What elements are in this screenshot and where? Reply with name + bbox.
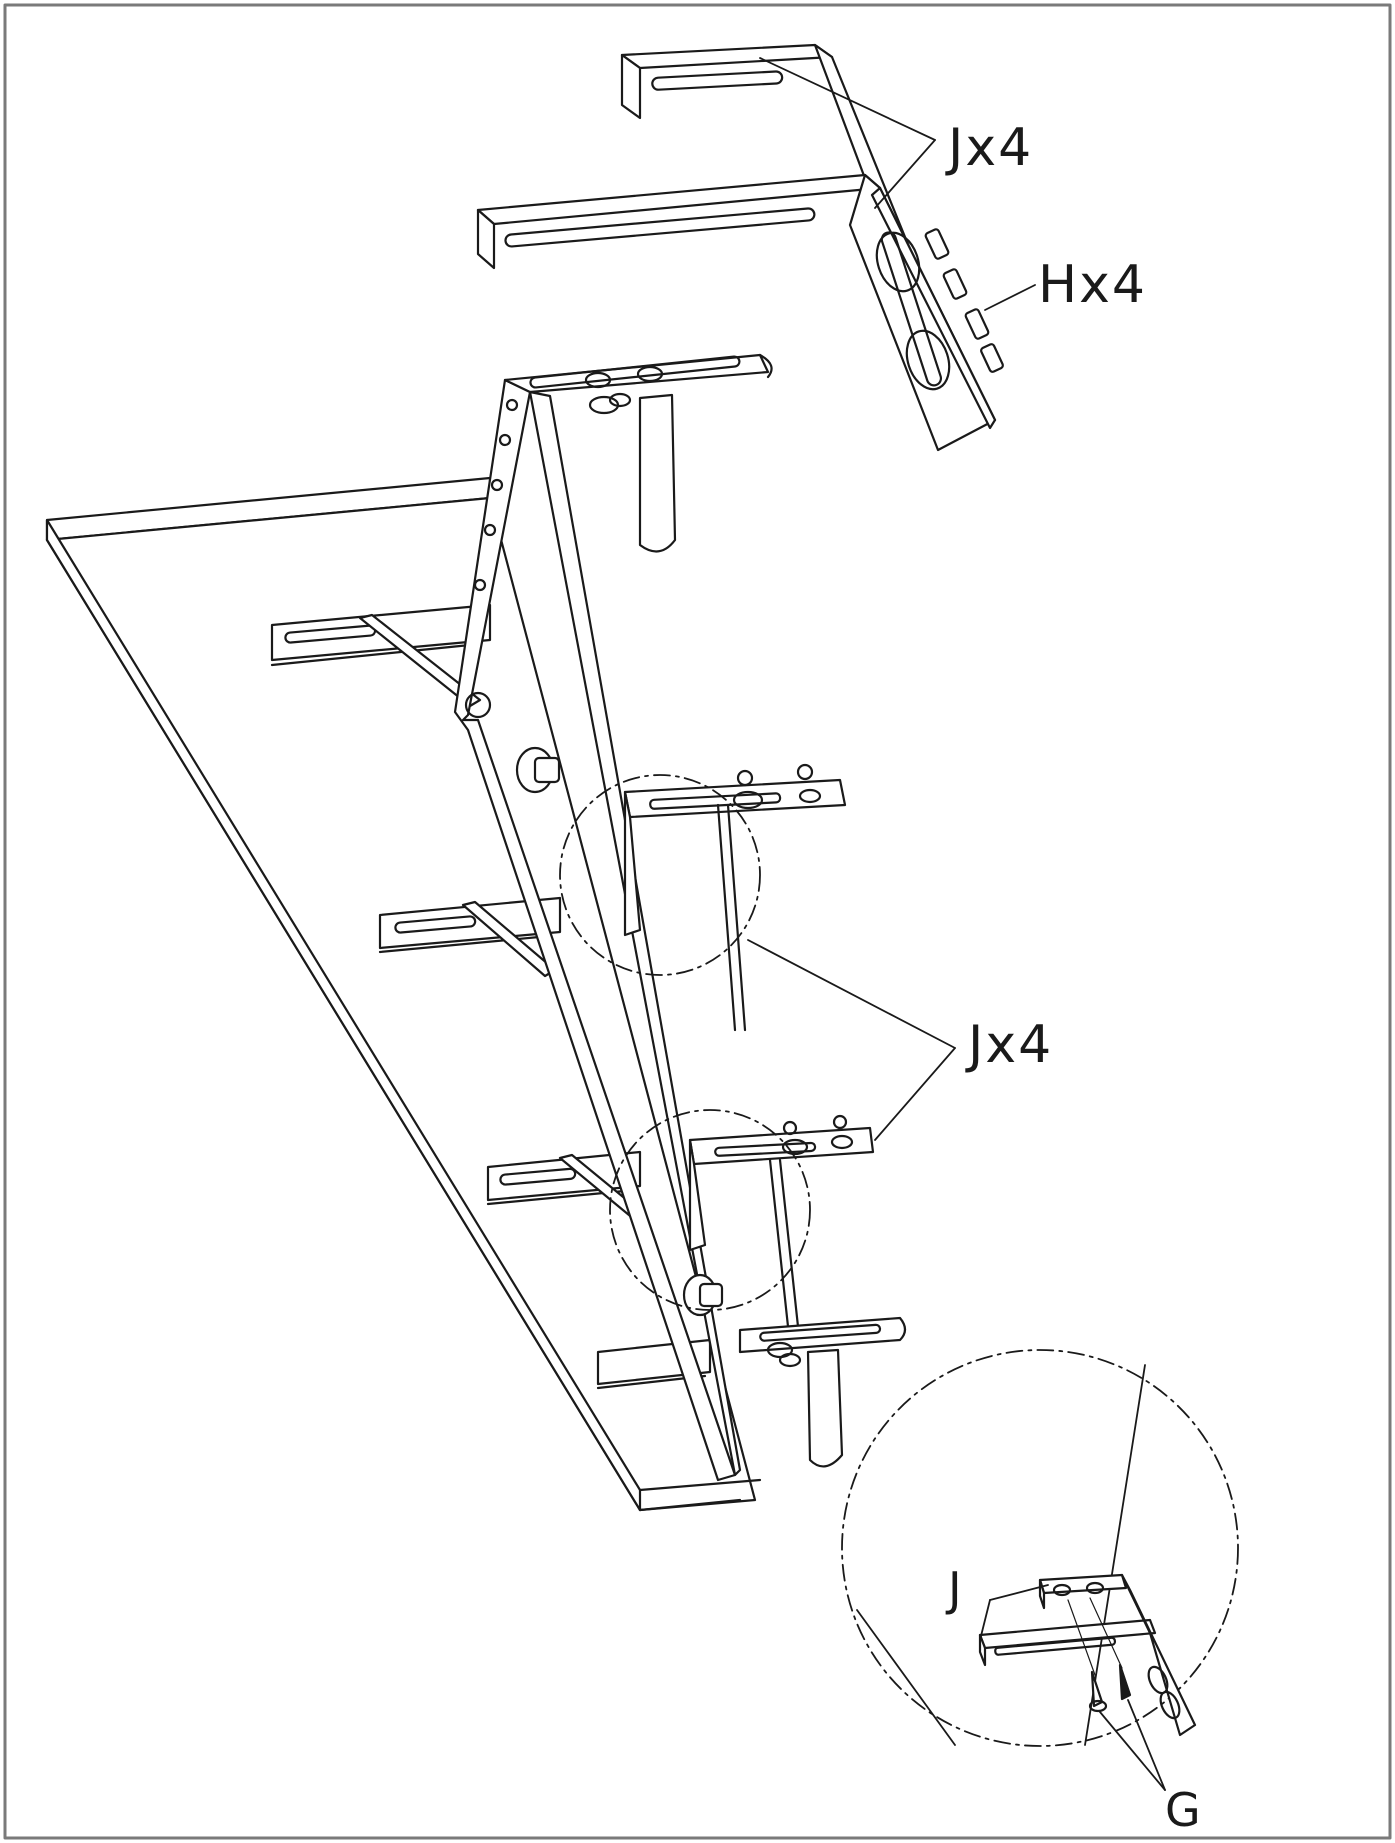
middle-leader-lines [748,940,955,1140]
label-detail-screws: G [1165,1783,1201,1837]
tabletop [47,478,760,1510]
top-leader-lines [760,58,1035,310]
support-arms [272,605,710,1388]
page-frame [5,5,1390,1838]
adjustment-knob-upper [517,748,559,792]
detail-view [842,1350,1238,1746]
loose-bracket-lower [478,175,995,450]
folding-leg-frame [455,355,772,1480]
label-top-brackets: Jx4 [948,118,1034,178]
label-top-bolts: Hx4 [1038,255,1147,315]
installed-bracket-upper [625,765,845,1030]
installed-bracket-lower [690,1116,873,1345]
upper-leg [590,394,675,551]
loose-bolts [925,228,1004,372]
lower-leg [740,1318,905,1466]
detail-leader-lines [980,1585,1165,1790]
label-detail-bracket: J [948,1562,962,1616]
detail-circles [560,775,810,1310]
adjustment-knob-lower [684,1275,722,1315]
label-middle-brackets: Jx4 [968,1015,1054,1075]
